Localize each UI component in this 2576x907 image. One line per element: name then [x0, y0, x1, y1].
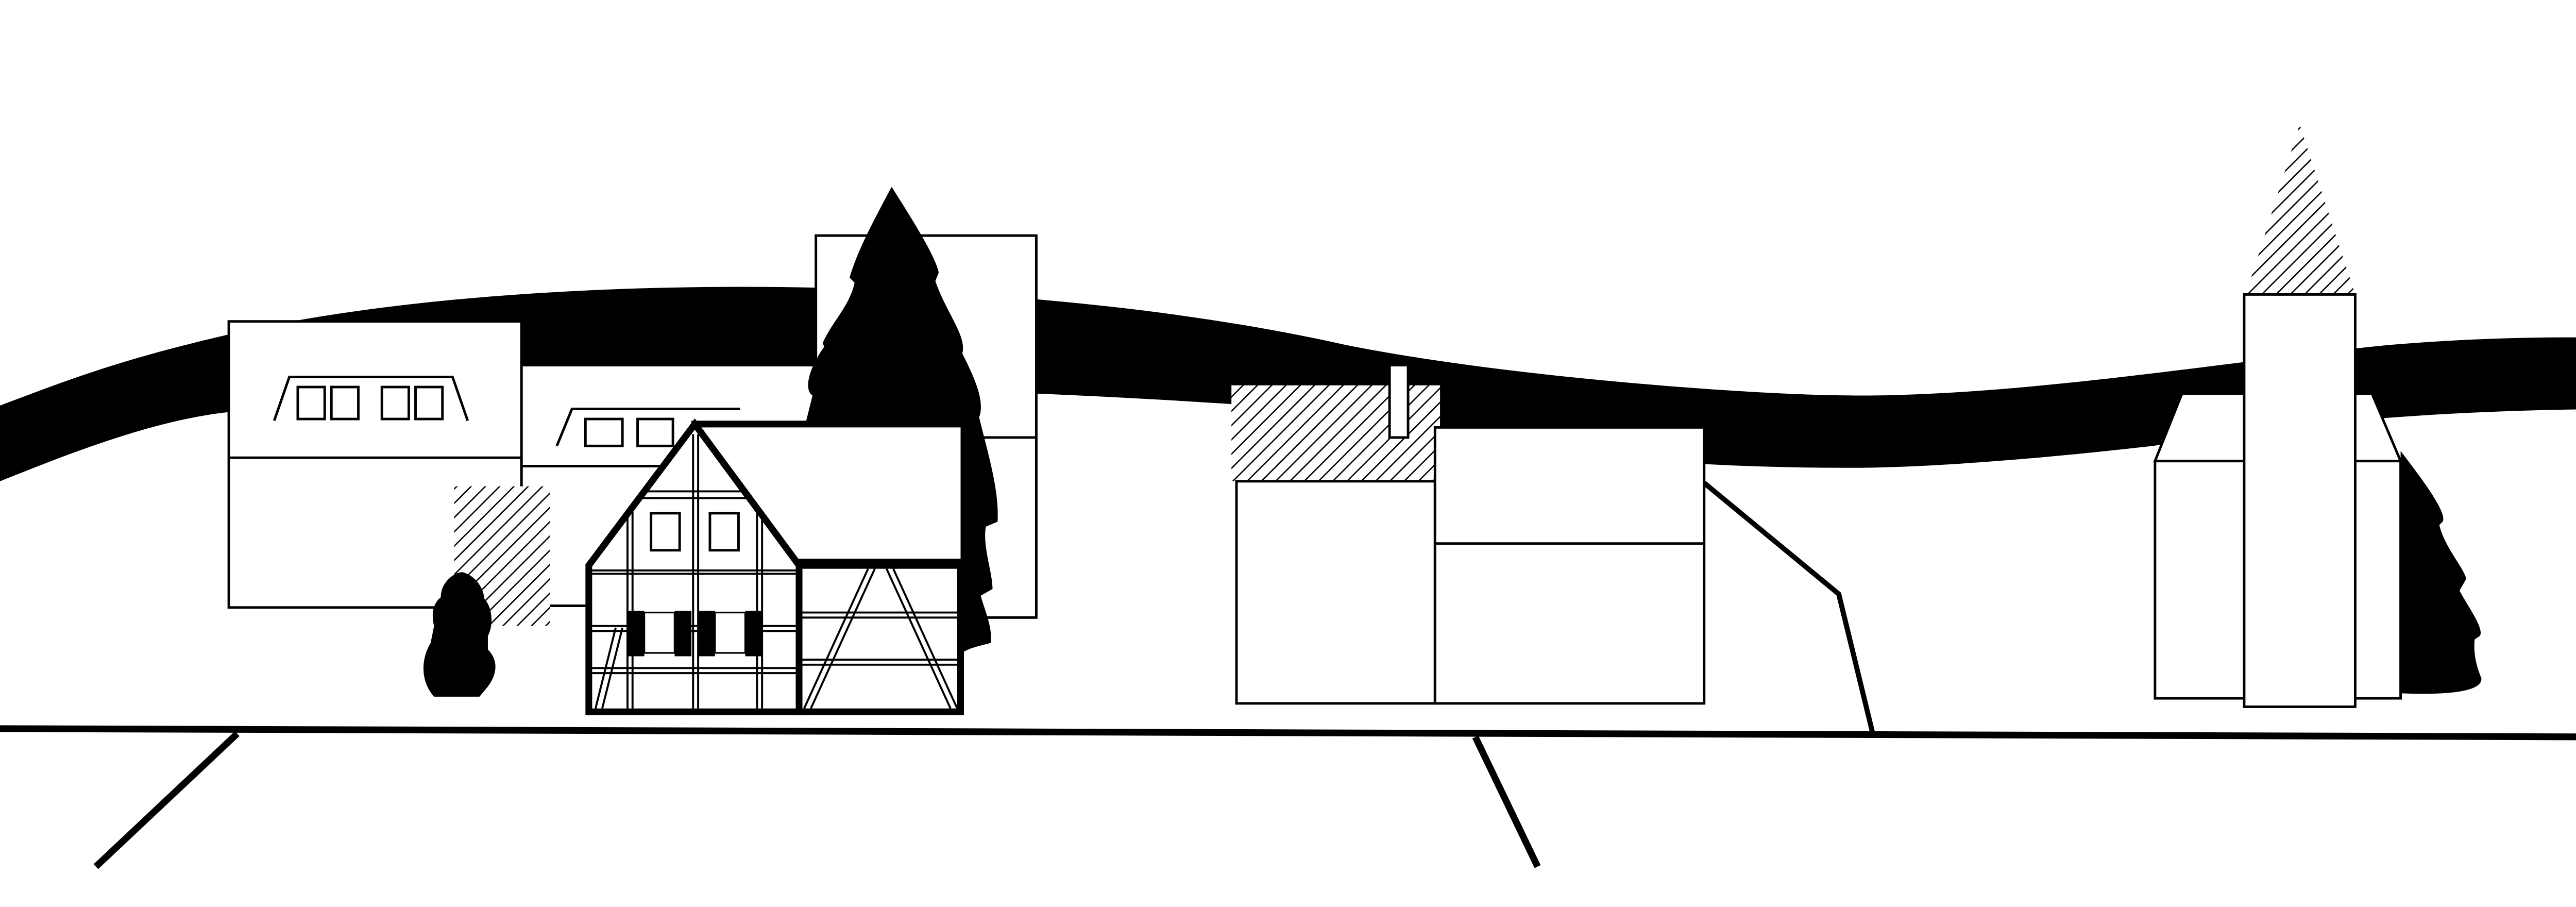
bush-icon	[423, 572, 496, 697]
church-tower	[2153, 124, 2482, 708]
fence-line	[1702, 481, 1875, 733]
half-timbered-house	[585, 418, 968, 715]
chimney	[1388, 364, 1410, 439]
warehouse	[1231, 364, 1706, 705]
fir-tree-right-icon	[2400, 451, 2482, 694]
ground-line	[0, 725, 2576, 869]
road-band	[0, 287, 2576, 481]
